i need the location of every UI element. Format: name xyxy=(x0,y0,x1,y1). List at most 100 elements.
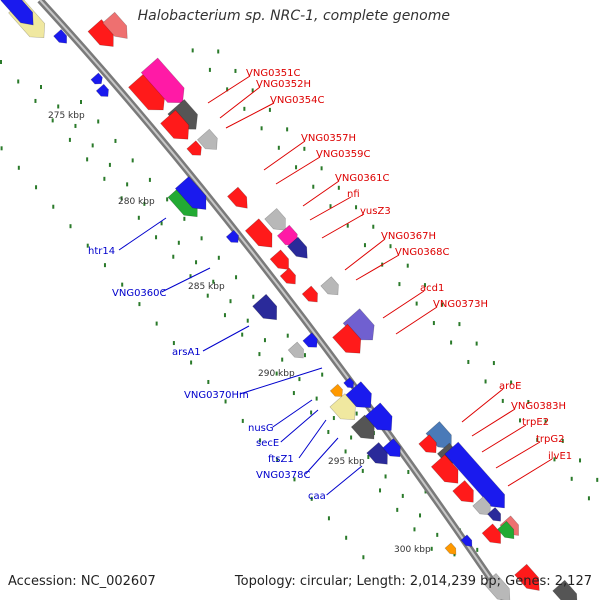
guide-dot xyxy=(321,372,324,377)
guide-dot xyxy=(350,435,353,440)
guide-dot xyxy=(191,48,194,53)
gene-label-arsa1: arsA1 xyxy=(172,347,201,358)
guide-dot xyxy=(259,438,262,443)
guide-dot xyxy=(74,123,77,128)
guide-dot xyxy=(258,352,261,357)
guide-dot xyxy=(415,301,418,306)
guide-dot xyxy=(406,263,409,268)
map-title: Halobacterium sp. NRC-1, complete genome xyxy=(137,8,450,24)
gene-label-vng0357h: VNG0357H xyxy=(301,133,356,144)
gene-label-vng0367h: VNG0367H xyxy=(381,231,436,242)
guide-dot xyxy=(177,240,180,245)
label-leader-line xyxy=(219,86,261,119)
label-leader-line xyxy=(239,367,323,395)
label-leader-line xyxy=(326,465,363,496)
guide-dot xyxy=(235,275,238,280)
guide-dot xyxy=(372,224,375,229)
gene-arrow xyxy=(452,480,474,503)
guide-dot xyxy=(234,68,237,73)
guide-dot xyxy=(295,165,298,170)
guide-dot xyxy=(363,243,366,248)
gene-label-acd1: acd1 xyxy=(420,283,444,294)
guide-dot xyxy=(155,321,158,326)
guide-dot xyxy=(379,488,382,493)
guide-dot xyxy=(450,340,453,345)
gene-arrow xyxy=(444,441,505,509)
guide-dot xyxy=(155,235,158,240)
guide-dot xyxy=(241,418,244,423)
guide-dot xyxy=(246,318,249,323)
guide-dot xyxy=(80,100,82,104)
scale-tick-label: 300 kbp xyxy=(394,545,431,555)
gene-arrow xyxy=(225,229,239,243)
guide-dot xyxy=(367,454,370,459)
label-leader-line xyxy=(309,196,352,221)
gene-arrow xyxy=(227,186,248,209)
guide-dot xyxy=(292,391,295,396)
gene-arrow xyxy=(487,507,501,522)
guide-dot xyxy=(189,274,192,279)
gene-label-nusg: nusG xyxy=(248,423,274,434)
guide-dot xyxy=(200,236,203,241)
guide-dot xyxy=(208,67,211,72)
guide-dot xyxy=(275,371,278,376)
gene-arrow xyxy=(302,332,318,348)
gene-arrow xyxy=(264,208,286,231)
guide-dot xyxy=(298,377,301,382)
gene-arrow xyxy=(140,57,185,104)
guide-dot xyxy=(17,79,20,84)
gene-arrow xyxy=(0,0,34,26)
guide-dot xyxy=(91,143,94,148)
gene-label-vng0359c: VNG0359C xyxy=(316,149,371,160)
gene-arrow xyxy=(196,128,218,150)
guide-dot xyxy=(138,302,141,307)
gene-arrow xyxy=(53,29,67,44)
guide-dot xyxy=(430,546,433,551)
gene-arrow xyxy=(301,285,318,303)
label-leader-line xyxy=(202,325,250,352)
guide-dot xyxy=(160,221,163,226)
gene-label-vng0383h: VNG0383H xyxy=(511,401,566,412)
guide-dot xyxy=(355,205,358,210)
guide-dot xyxy=(281,357,284,362)
label-leader-line xyxy=(395,306,438,335)
scale-tick-label: 280 kbp xyxy=(118,197,155,207)
guide-dot xyxy=(17,165,20,170)
gene-label-vng0378c: VNG0378C xyxy=(256,470,311,481)
scale-tick-label: 275 kbp xyxy=(48,111,85,121)
gene-label-caa: caa xyxy=(308,491,326,502)
guide-dot xyxy=(579,458,582,463)
guide-dot xyxy=(223,313,226,318)
guide-dot xyxy=(310,410,313,415)
guide-dot xyxy=(35,185,38,190)
scale-tick-label: 290 kbp xyxy=(258,369,295,379)
gene-arrow xyxy=(444,542,457,555)
guide-dot xyxy=(303,146,306,151)
guide-dot xyxy=(251,88,254,93)
guide-dot xyxy=(315,396,318,401)
label-leader-line xyxy=(275,156,321,185)
guide-dot xyxy=(458,322,461,327)
gene-arrow xyxy=(95,83,109,97)
label-leader-line xyxy=(118,217,167,251)
guide-dot xyxy=(398,282,401,287)
label-leader-line xyxy=(481,424,527,453)
label-leader-line xyxy=(471,408,516,437)
guide-dot xyxy=(519,418,522,423)
dotted-guides xyxy=(0,48,599,560)
guide-dot xyxy=(320,166,323,171)
gene-label-trpg2: trpG2 xyxy=(536,434,565,445)
guide-dot xyxy=(51,118,54,123)
guide-dot xyxy=(241,332,244,337)
guide-dot xyxy=(183,216,186,221)
gene-arrow xyxy=(279,267,296,285)
gene-arrow xyxy=(287,236,308,259)
gene-label-vng0361c: VNG0361C xyxy=(335,173,390,184)
gene-arrow xyxy=(244,218,273,248)
genome-summary-text: Topology: circular; Length: 2,014,239 bp… xyxy=(234,574,592,589)
label-leader-line xyxy=(507,458,553,487)
gene-arrow xyxy=(287,341,304,359)
backbone-highlight xyxy=(39,0,506,600)
guide-dot xyxy=(217,255,220,260)
